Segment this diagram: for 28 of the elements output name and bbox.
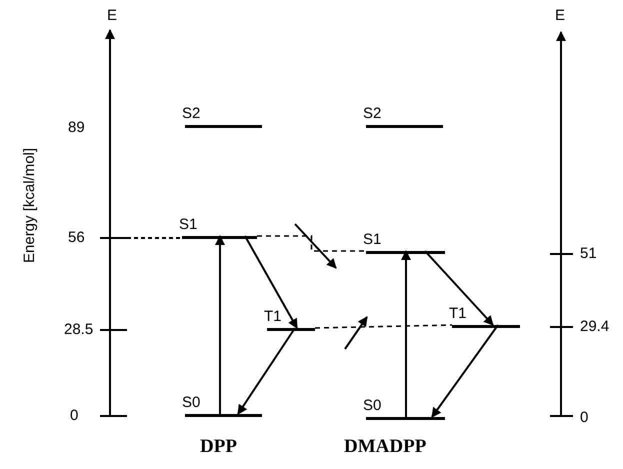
transition-arrow xyxy=(401,250,411,417)
transition-arrow xyxy=(431,324,499,418)
level-label: T1 xyxy=(264,309,282,325)
level-label: T1 xyxy=(449,306,467,322)
level-label: S2 xyxy=(182,106,200,122)
dashed-line xyxy=(257,235,366,252)
axis-label: E xyxy=(107,8,118,24)
tick-label: 28.5 xyxy=(64,322,94,338)
molecule-name: DMADPP xyxy=(344,437,426,457)
tick-label: 0 xyxy=(580,410,588,426)
transition-arrow xyxy=(424,250,494,326)
level-label: S0 xyxy=(363,398,382,414)
transition-arrow xyxy=(215,235,225,414)
axis-label: E xyxy=(555,8,566,24)
axis-title: Energy [kcal/mol] xyxy=(22,147,38,262)
dashed-line xyxy=(314,324,452,329)
tick-label: 56 xyxy=(68,230,85,246)
level-label: S1 xyxy=(363,232,382,248)
level-label: S1 xyxy=(179,217,198,233)
level-label: S0 xyxy=(182,395,200,411)
level-label: S2 xyxy=(363,106,382,122)
transition-arrow xyxy=(237,327,296,415)
tick-label: 89 xyxy=(68,120,85,136)
tick-label: 51 xyxy=(580,246,597,262)
tick-label: 29.4 xyxy=(580,319,610,335)
molecule-name: DPP xyxy=(200,437,237,457)
tick-label: 0 xyxy=(70,408,78,424)
transition-arrow xyxy=(244,236,298,329)
